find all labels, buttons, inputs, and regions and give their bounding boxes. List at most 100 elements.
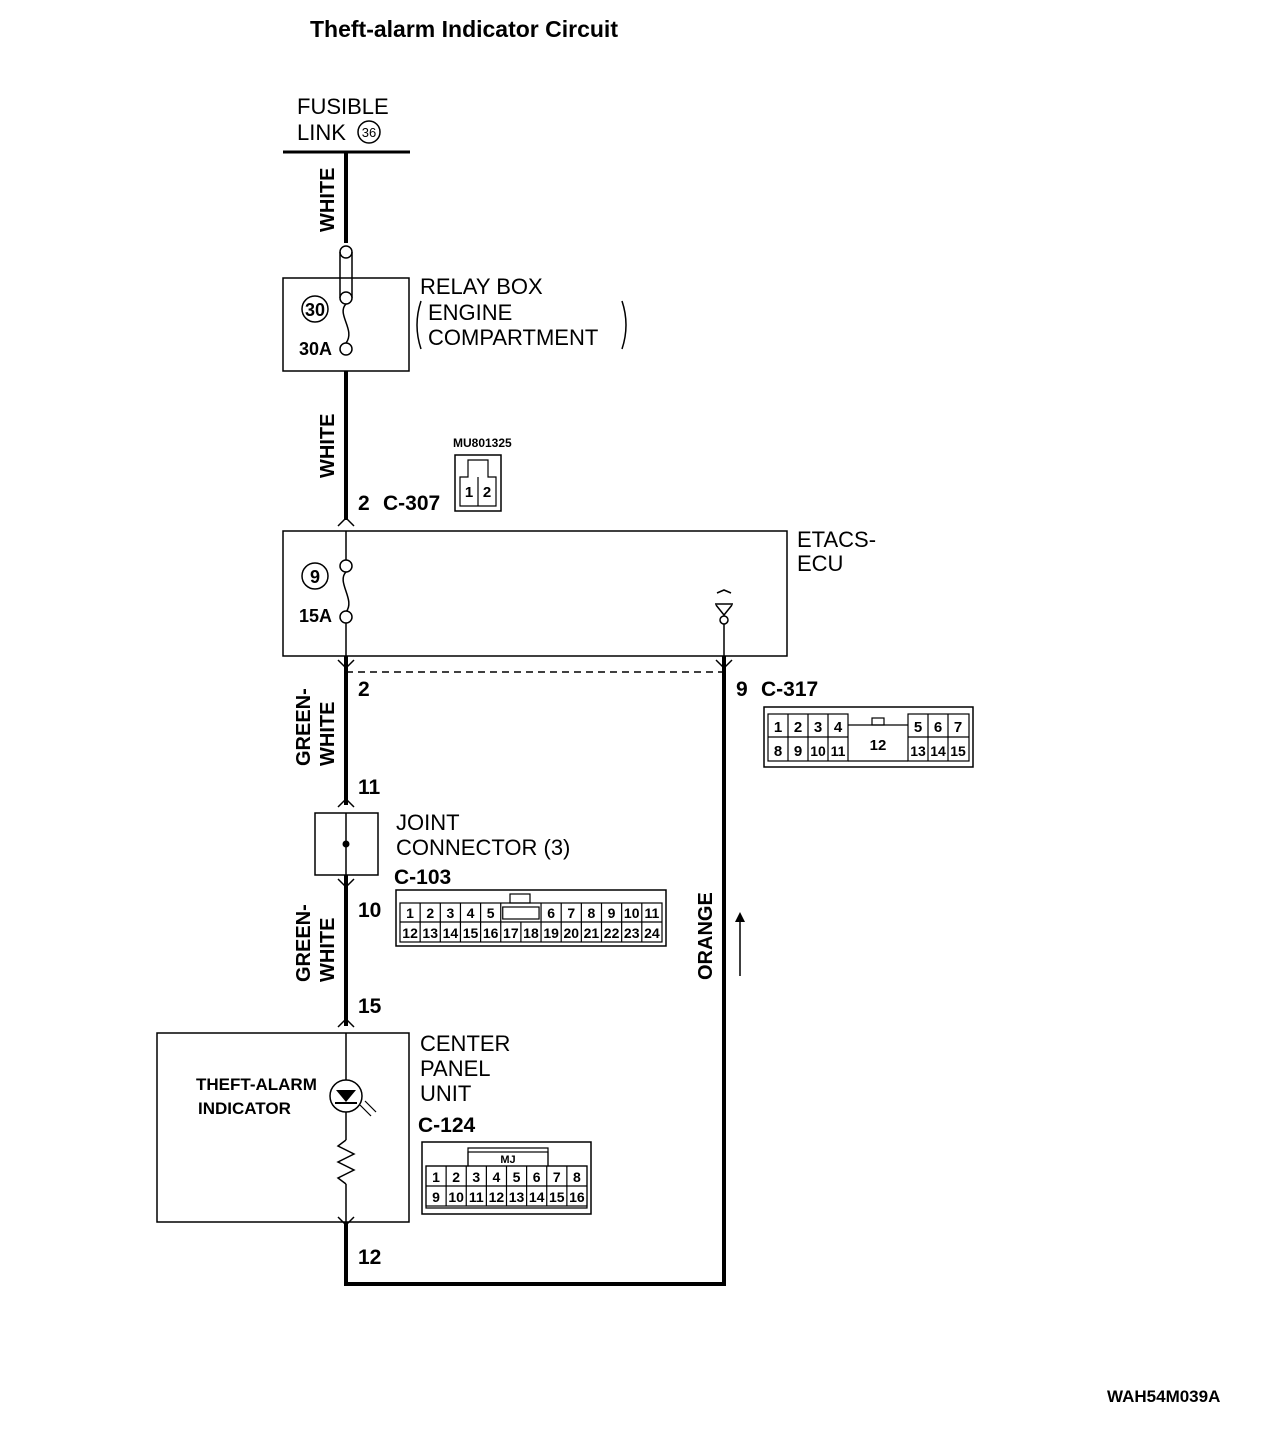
fusible-link-number-circle (357, 120, 381, 144)
c307-pin: 2 (358, 492, 370, 515)
etacs-ecu-label-2: ECU (797, 551, 843, 576)
c317-pin-label-center: 12 (870, 737, 887, 754)
c103-pin-label: 21 (584, 925, 600, 941)
c103-pin-label: 24 (644, 925, 660, 941)
etacs-entry-arrow (337, 516, 355, 527)
c103-pin-label: 7 (567, 905, 575, 921)
etacs-out-pin-left: 2 (358, 678, 370, 701)
joint-pin-out: 10 (358, 899, 381, 922)
c124-pin-label: 12 (489, 1189, 505, 1205)
indicator-light-ray (359, 1104, 372, 1117)
fuse-9-terminal-bottom (339, 610, 353, 624)
joint-label-1: JOINT (396, 810, 460, 835)
relay-box-paren-left (416, 300, 422, 350)
c124-pin-label: 16 (569, 1189, 585, 1205)
center-panel-connector-id: C-124 (418, 1114, 476, 1137)
c103-pin-label: 6 (547, 905, 555, 921)
indicator-light-ray (364, 1100, 377, 1113)
c124-connector-tag: MJ (500, 1154, 515, 1166)
etacs-ecu-box (282, 530, 788, 657)
c103-pin-label: 17 (503, 925, 519, 941)
c124-pin-label: 6 (533, 1169, 541, 1185)
wire-label-green-white-2b: WHITE (317, 918, 339, 982)
indicator-resistor (336, 1139, 356, 1185)
c103-pin-label: 19 (543, 925, 559, 941)
joint-connector-id: C-103 (394, 866, 451, 889)
relay-box-terminal-top (339, 245, 353, 259)
c317-connector-outline (763, 706, 974, 768)
indicator-label-1: THEFT-ALARM (196, 1075, 317, 1094)
c317-pin-label: 2 (794, 719, 802, 736)
c317-pin-label: 15 (950, 743, 966, 759)
fuse-30-terminal-bottom (339, 342, 353, 356)
c317-pin-label: 10 (810, 743, 826, 759)
c103-pin-label: 10 (624, 905, 640, 921)
c103-pin-label: 13 (422, 925, 438, 941)
c103-pin-label: 20 (563, 925, 579, 941)
fuse-9-element (342, 571, 350, 613)
wire-label-orange: ORANGE (695, 892, 717, 980)
joint-label-2: CONNECTOR (3) (396, 835, 570, 860)
c103-pin-label: 3 (446, 905, 454, 921)
c103-pin-label: 11 (644, 905, 659, 921)
c307-pin-2: 2 (483, 484, 491, 501)
wire-label-green-white-1a: GREEN- (293, 688, 315, 766)
etacs-switch-terminal (719, 615, 729, 625)
c103-pin-label: 23 (624, 925, 640, 941)
c124-pin-label: 1 (432, 1169, 440, 1185)
c124-pin-label: 9 (432, 1189, 440, 1205)
fuse-9-number: 9 (310, 567, 320, 587)
etacs-switch-diode (715, 604, 733, 617)
c124-pin-label: 8 (573, 1169, 581, 1185)
c124-pin-label: 3 (472, 1169, 480, 1185)
relay-box-label-1: RELAY BOX (420, 274, 543, 299)
relay-box-label-3: COMPARTMENT (428, 325, 598, 350)
relay-box-paren-right (621, 300, 627, 350)
c317-pin-label: 11 (831, 743, 846, 759)
c103-pin-label: 16 (483, 925, 499, 941)
c317-id: C-317 (761, 678, 818, 701)
fuse-30-element (342, 303, 350, 344)
c307-connector-shell (459, 459, 497, 507)
c307-id: C-307 (383, 492, 440, 515)
c124-pin-label: 2 (452, 1169, 460, 1185)
wire-label-white-mid: WHITE (317, 414, 339, 478)
c307-pin-1: 1 (465, 484, 473, 501)
c124-connector-outline (421, 1141, 592, 1215)
center-panel-box (156, 1032, 410, 1223)
c103-pin-label: 9 (608, 905, 616, 921)
c124-pin-label: 13 (509, 1189, 525, 1205)
c317-pin-label: 4 (834, 719, 843, 736)
c317-pin: 9 (736, 678, 748, 701)
center-panel-label-3: UNIT (420, 1081, 471, 1106)
center-panel-pin-out: 12 (358, 1246, 381, 1269)
c103-pin-label: 12 (402, 925, 418, 941)
wire-label-green-white-1b: WHITE (317, 702, 339, 766)
c317-pin-label: 6 (934, 719, 942, 736)
c317-pin-label: 14 (930, 743, 946, 759)
c317-key (871, 717, 885, 726)
diagram-title: Theft-alarm Indicator Circuit (310, 16, 618, 42)
c103-pin-label: 14 (443, 925, 459, 941)
fuse-30-number: 30 (305, 300, 325, 320)
fuse-30-number-circle (301, 295, 329, 323)
c103-key (509, 893, 531, 904)
c103-pin-label: 15 (463, 925, 479, 941)
fuse-30-rating: 30A (299, 339, 332, 359)
fuse-9-terminal-top (339, 559, 353, 573)
fuse-9-number-circle (301, 562, 329, 590)
c103-pin-label: 22 (604, 925, 620, 941)
fusible-link-number: 36 (362, 125, 376, 140)
c124-pin-label: 15 (549, 1189, 565, 1205)
fuse-9-rating: 15A (299, 606, 332, 626)
etacs-ecu-label-1: ETACS- (797, 527, 876, 552)
c317-pin-label: 8 (774, 743, 782, 760)
c124-pin-label: 7 (553, 1169, 561, 1185)
joint-entry-arrow (337, 797, 355, 808)
center-panel-entry-arrow (337, 1017, 355, 1028)
c317-pin-label: 5 (914, 719, 922, 736)
c317-pin-label: 13 (910, 743, 926, 759)
c124-pin-label: 5 (513, 1169, 521, 1185)
